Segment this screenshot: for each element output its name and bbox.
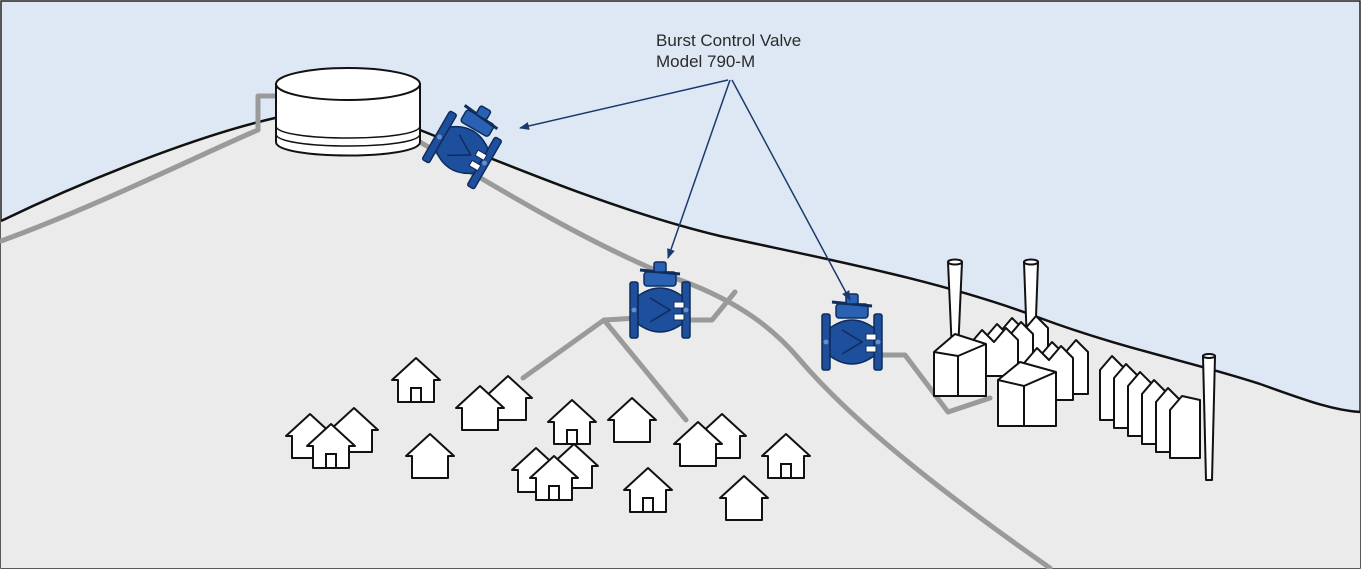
arrow-to-valve-top (519, 79, 729, 130)
branch-pipe-industry (879, 352, 993, 415)
branch-pipe-houses-b (601, 317, 689, 423)
arrow-to-valve-middle (667, 79, 731, 259)
callout-arrows (519, 79, 851, 301)
main-pipe (417, 139, 1053, 569)
reservoir-tank-icon (275, 67, 421, 157)
callout-model: Model 790-M (656, 52, 756, 71)
main-pipe-left (0, 93, 288, 244)
pipe-network (0, 93, 1053, 569)
callout-label: Burst Control Valve Model 790-M (656, 30, 801, 72)
factory-icon (933, 258, 1216, 481)
chimney-icon (1202, 355, 1216, 481)
callout-title: Burst Control Valve (656, 31, 802, 50)
hill-outline (0, 116, 1361, 414)
arrow-to-valve-right (731, 79, 851, 301)
